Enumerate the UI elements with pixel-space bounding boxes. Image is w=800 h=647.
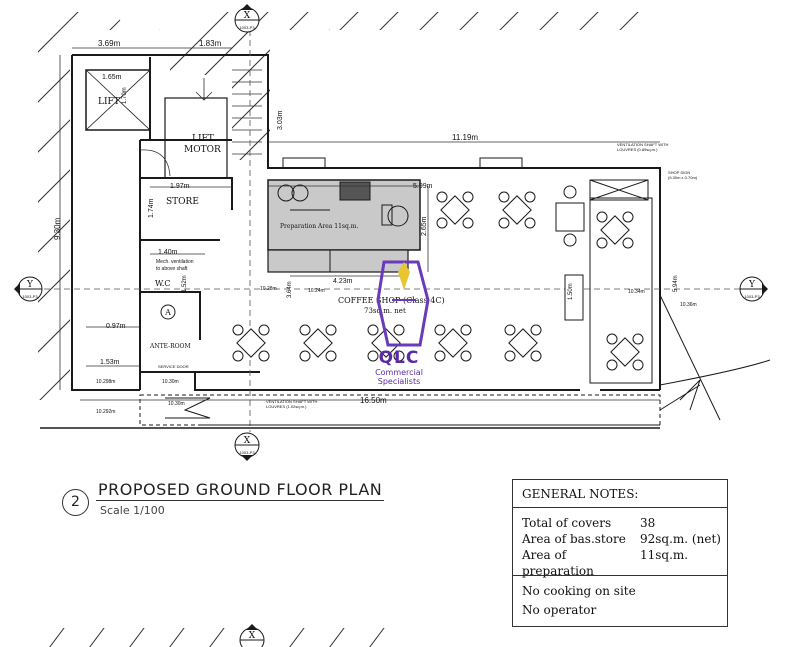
notes-row-label: Total of covers (522, 516, 612, 530)
level-1028: 10.28m (260, 286, 277, 292)
vent-shaft-top-label-1: VENTILATION SHAFT WITH (617, 142, 669, 147)
dim-152: 1.52m (182, 275, 188, 292)
section-marker-bottom2: X (239, 624, 265, 647)
vent-shaft-label-2: LOUVRES (1.02sq.m.) (266, 404, 307, 409)
shop-front (40, 157, 771, 429)
lift-label: LIFT (98, 97, 120, 107)
dim-599: 5.99m (413, 183, 433, 190)
level-1024: 10.24m (308, 288, 325, 294)
title-underline (96, 500, 384, 501)
level-1030b: 10.30m (168, 401, 185, 407)
dim-594: 5.94m (673, 275, 679, 292)
notes-row: Area of bas.store 92sq.m. (net) (522, 531, 727, 547)
dim-1119: 11.19m (452, 133, 478, 142)
section-sheet-right: 1003-P3 (744, 294, 760, 299)
dim-265: 2.65m (421, 216, 428, 236)
shop-sign-label-2: (5.30m x 0.70m) (668, 175, 698, 180)
dim-165: 1.65m (102, 74, 122, 81)
section-marker-left: Y 1003-P3 (14, 276, 43, 302)
drawing-title: PROPOSED GROUND FLOOR PLAN (98, 480, 383, 499)
section-y-letter-right: Y (748, 280, 756, 290)
notes-row-label: Area of bas.store (522, 532, 626, 546)
section-x-letter-top: X (244, 11, 251, 21)
mech-vent-label-2: to above shaft (156, 266, 188, 272)
notes-row-value: 11sq.m. (640, 548, 689, 562)
vent-shaft-label-1: VENTILATION SHAFT WITH (266, 399, 318, 404)
store-label: STORE (166, 197, 199, 207)
level-1034: 10.34m (628, 289, 645, 295)
notes-row: Total of covers 38 (522, 515, 727, 531)
dim-303: 3.03m (277, 110, 284, 130)
level-1030a: 10.30m (162, 379, 179, 385)
vent-shaft-top-label-2: LOUVRES (0.89sq.m.) (617, 147, 658, 152)
notes-row-value: 92sq.m. (net) (640, 532, 721, 546)
dim-097: 0.97m (106, 323, 126, 330)
table-groups (232, 185, 644, 371)
dim-153: 1.53m (100, 359, 120, 366)
notes-heading: GENERAL NOTES: (513, 480, 727, 508)
level-1036: 10.36m (680, 302, 697, 308)
section-x-letter-bottom2: X (249, 631, 256, 641)
drawing-number: 2 (62, 489, 89, 516)
shop-sign-label-1: SHOP SIGN (668, 170, 690, 175)
hatch-top-right (339, 12, 639, 30)
dim-369: 3.69m (98, 39, 121, 48)
notes-table: Total of covers 38 Area of bas.store 92s… (513, 508, 727, 578)
lift-motor-label-1: LIFT (192, 134, 214, 144)
notes-footer-line: No operator (522, 603, 597, 617)
ante-room-label: ANTE-ROOM (149, 343, 191, 350)
drawing-scale: Scale 1/100 (100, 504, 165, 517)
wc-marker-circle (160, 304, 176, 320)
dim-930: 9.30m (53, 217, 62, 240)
dim-197: 1.97m (170, 183, 190, 190)
general-notes-box: GENERAL NOTES: Total of covers 38 Area o… (512, 479, 728, 627)
dim-174: 1.74m (148, 198, 155, 218)
dim-183: 1.83m (199, 39, 222, 48)
section-marker-right: Y 1003-P3 (739, 276, 768, 302)
section-x-letter-bottom: X (244, 436, 251, 446)
notes-row: Area of preparation 11sq.m. (522, 547, 727, 578)
coffee-shop-label: COFFEE SHOP (Class 4C) (338, 296, 445, 305)
lift-motor-label-2: MOTOR (184, 145, 221, 155)
notes-footer: No cooking on site No operator (513, 576, 727, 620)
dimension-lines (59, 47, 660, 401)
mech-vent-label-1: Mech. ventilation (156, 259, 194, 265)
stair (139, 69, 262, 177)
notes-row-value: 38 (640, 516, 656, 530)
wc-marker: A (164, 308, 171, 317)
prep-equipment (277, 181, 409, 272)
service-door-label: SERVICE DOOR (158, 364, 189, 369)
section-sheet-bottom: 1003-P3 (239, 450, 255, 455)
coffee-area-label: 73sq.m. net (364, 307, 406, 315)
dim-150: 1.50m (568, 283, 574, 300)
section-marker-bottom: X 1003-P3 (234, 432, 260, 461)
dim-1650: 16.50m (360, 396, 387, 405)
section-sheet-left: 1003-P3 (22, 294, 38, 299)
dim-364: 3.64m (287, 281, 293, 298)
hatch-bottom (49, 628, 385, 647)
section-sheet-top: 1003-P3 (239, 25, 255, 30)
notes-footer-line: No cooking on site (522, 584, 636, 598)
notes-row-label: Area of preparation (522, 548, 594, 578)
section-marker-top: X 1003-P3 (234, 4, 260, 33)
dim-423: 4.23m (333, 278, 353, 285)
level-10298: 10.298m (96, 379, 115, 385)
level-10292: 10.292m (96, 409, 115, 415)
qlc-logo-mark (376, 260, 430, 347)
wc-label: W.C (155, 279, 171, 288)
dim-170: 1.70m (122, 87, 128, 104)
dim-140: 1.40m (158, 249, 178, 256)
grid-lines (44, 30, 745, 432)
prep-area-label: Preparation Area 11sq.m. (280, 223, 358, 230)
section-y-letter-left: Y (26, 280, 34, 290)
walls (71, 54, 661, 391)
